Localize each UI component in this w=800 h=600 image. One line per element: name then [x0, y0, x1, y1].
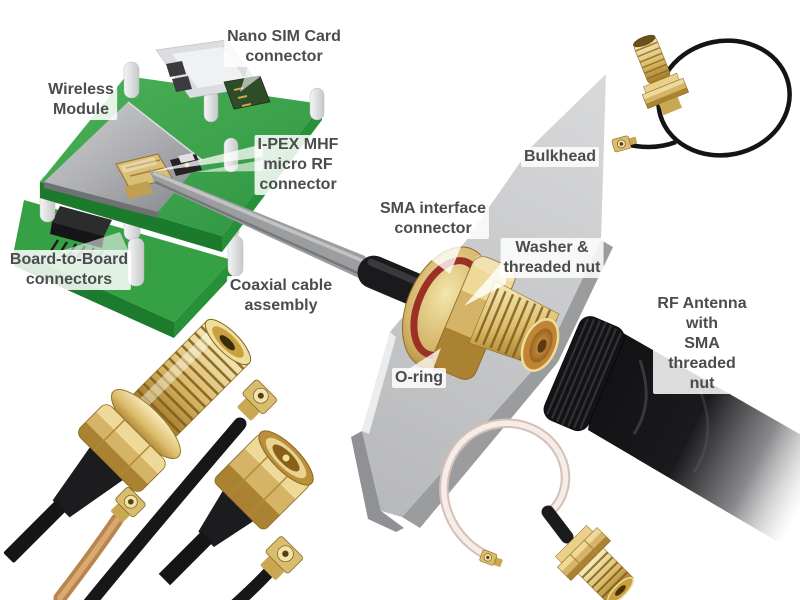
- callout-wedge-ipex: [150, 144, 263, 172]
- connector-opening-hole: [537, 339, 547, 353]
- ufl-crimp: [237, 398, 260, 421]
- shield-highlight: [127, 101, 203, 161]
- ipex-receptacle-cap: [178, 153, 195, 163]
- sma-threads: [635, 41, 670, 80]
- antenna-body: [588, 322, 800, 555]
- label-wireless-module: Wireless Module: [45, 80, 117, 120]
- pigtail-tail-cable: [629, 139, 677, 150]
- hex-nut: [78, 404, 166, 492]
- barrel-highlight: [137, 326, 221, 410]
- callout-wedge-ipex: [196, 160, 263, 172]
- ufl-pigtail-tan: [53, 487, 146, 600]
- antenna-sheen: [632, 359, 648, 435]
- black-cable: [231, 567, 274, 600]
- cable-black: [158, 531, 213, 586]
- label-board-to-board: Board-to-Board connectors: [6, 250, 132, 290]
- lower-pcb-right-edge: [174, 260, 232, 338]
- standoff: [309, 87, 325, 121]
- ipex-plug-detail: [125, 159, 165, 177]
- standoff: [227, 235, 244, 277]
- label-bulkhead: Bulkhead: [520, 147, 600, 167]
- label-coaxial-cable: Coaxial cable assembly: [226, 276, 336, 316]
- shield-edge: [44, 182, 158, 218]
- label-rf-antenna: RF Antenna with SMA threaded nut: [653, 294, 751, 394]
- antenna-sheen: [692, 389, 710, 473]
- center-pin: [282, 454, 290, 462]
- antenna-knurled-nut: [543, 316, 625, 432]
- knurl-ribs: [546, 318, 622, 429]
- connector-cluster: [3, 318, 314, 600]
- callout-wedge-b2b: [58, 232, 128, 252]
- ufl-center: [486, 555, 490, 560]
- label-nano-sim-card: Nano SIM Card connector: [224, 27, 344, 67]
- hex-facets: [93, 419, 151, 477]
- sma-connector: [633, 34, 690, 116]
- callout-wedges: [58, 60, 506, 372]
- upper-pcb-front-edge: [40, 182, 222, 252]
- open-end-hole: [219, 335, 235, 351]
- standoff: [123, 61, 140, 99]
- sma-opening: [633, 34, 656, 48]
- cable-strain-relief: [198, 489, 255, 548]
- cable-black: [3, 501, 66, 563]
- ufl-pigtail-black: [83, 379, 277, 600]
- sma-base: [658, 96, 683, 116]
- barrel-threads: [581, 551, 629, 599]
- panel-side-face: [351, 431, 404, 532]
- label-ipex-mhf: I-PEX MHF micro RF connector: [254, 135, 342, 195]
- open-end-hole: [615, 585, 626, 596]
- sim-pad: [172, 76, 192, 92]
- sim-pad: [166, 61, 186, 77]
- rf-antenna: [543, 316, 800, 555]
- ufl-connector: [237, 379, 277, 421]
- callout-wedge-washer: [464, 258, 506, 306]
- coax-shadow: [154, 180, 372, 281]
- coax-highlight: [152, 171, 369, 265]
- ipex-plug-base: [124, 181, 153, 199]
- sma-male-connector: [158, 430, 314, 586]
- ufl-pigtail-top-right: [611, 34, 792, 158]
- pigtail-loop-cable: [656, 38, 792, 158]
- ufl-center: [257, 392, 264, 399]
- boot-black: [541, 505, 574, 544]
- label-sma-interface: SMA interface connector: [376, 199, 490, 239]
- callout-wedge-oring: [404, 348, 441, 372]
- label-o-ring: O-ring: [392, 368, 446, 388]
- sma-bulkhead-small: [555, 525, 634, 600]
- hex-facets: [569, 539, 599, 569]
- tan-cable-core: [57, 517, 120, 600]
- label-washer-nut: Washer & threaded nut: [500, 238, 604, 278]
- callout-wedge-sim: [240, 60, 282, 92]
- ufl-connector: [111, 487, 146, 523]
- coaxial-cable: [149, 169, 376, 286]
- callout-wedge-sma: [413, 244, 462, 274]
- ufl-crimp: [260, 556, 284, 580]
- ufl-connector: [611, 135, 638, 153]
- ufl-connector: [260, 536, 303, 580]
- ufl-center: [282, 550, 289, 557]
- panel-highlight-edge: [362, 332, 396, 434]
- ipex-plug-highlight: [120, 157, 158, 173]
- ufl-center: [128, 498, 134, 505]
- boot-highlight: [367, 258, 431, 290]
- pink-cable-inner: [441, 420, 569, 561]
- black-cable: [83, 417, 247, 600]
- sma-bulkhead-female: [3, 318, 252, 563]
- b2b-top: [52, 206, 112, 236]
- ufl-connector: [479, 549, 503, 568]
- ufl-pigtail-lower: [231, 536, 303, 600]
- ufl-crimp: [111, 504, 130, 523]
- pink-coax-pigtail: [439, 418, 634, 600]
- b2b-front: [50, 222, 104, 248]
- ufl-center: [619, 142, 624, 146]
